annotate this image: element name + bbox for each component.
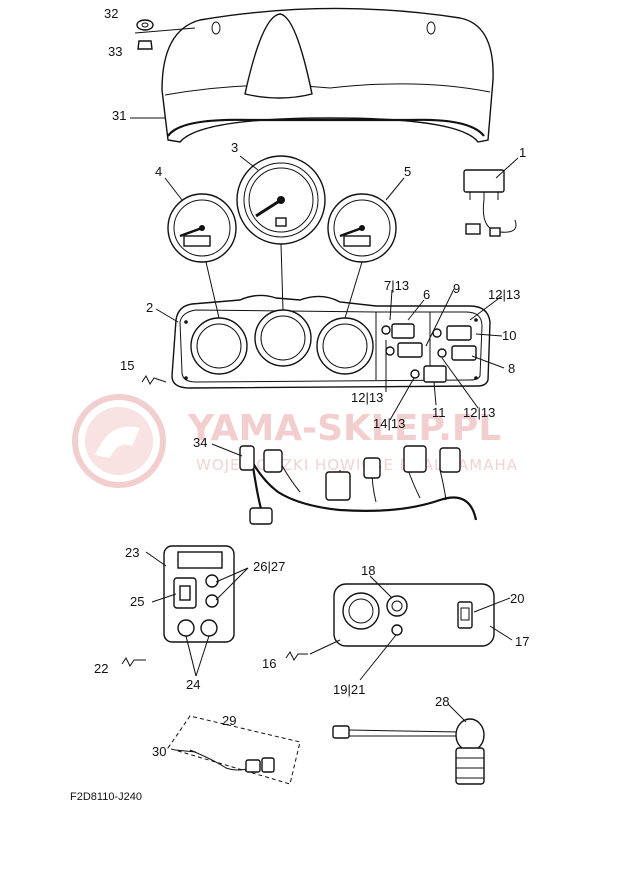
callout-9: 9 xyxy=(453,281,460,296)
watermark: YAMA-SKLEP.PL WOJEWODZKI HOWICSE DEAL YA… xyxy=(72,394,517,488)
callout-32: 32 xyxy=(104,6,118,21)
callout-24: 24 xyxy=(186,677,200,692)
callout-12-13-a: 12|13 xyxy=(488,287,520,302)
wire-harness xyxy=(239,445,478,525)
callout-30: 30 xyxy=(152,744,166,759)
panel-screw xyxy=(121,657,146,667)
figure-code: F2D8110-J240 xyxy=(70,791,142,803)
dash-cover xyxy=(161,7,494,143)
callout-11: 11 xyxy=(432,405,446,420)
callout-12-13-b: 12|13 xyxy=(351,390,383,405)
callout-4: 4 xyxy=(155,164,162,179)
callout-3: 3 xyxy=(231,140,238,155)
power-socket xyxy=(332,718,485,785)
accessory-panel xyxy=(333,583,495,647)
callout-33: 33 xyxy=(108,44,122,59)
watermark-logo xyxy=(72,394,166,488)
callout-15: 15 xyxy=(120,358,134,373)
switch-panel xyxy=(163,545,235,643)
callout-23: 23 xyxy=(125,545,139,560)
callout-17: 17 xyxy=(515,634,529,649)
callout-10: 10 xyxy=(502,328,516,343)
callout-29: 29 xyxy=(222,713,236,728)
callout-labels: 32 33 31 1 3 4 5 2 7|13 6 9 12|13 10 8 1… xyxy=(94,6,529,759)
panel-fastener xyxy=(285,651,308,661)
callout-16: 16 xyxy=(262,656,276,671)
gauge-center xyxy=(236,155,326,245)
washer-part xyxy=(136,19,154,31)
instrument-panel xyxy=(171,294,491,389)
callout-7-13: 7|13 xyxy=(384,278,409,293)
nut-part xyxy=(137,40,153,50)
callout-22: 22 xyxy=(94,661,108,676)
callout-2: 2 xyxy=(146,300,153,315)
gauge-right xyxy=(327,193,397,263)
callout-31: 31 xyxy=(112,108,126,123)
gauge-left xyxy=(167,193,237,263)
wire-kit xyxy=(167,715,301,785)
callout-28: 28 xyxy=(435,694,449,709)
screw-part xyxy=(141,375,167,385)
callout-8: 8 xyxy=(508,361,515,376)
callout-1: 1 xyxy=(519,145,526,160)
callout-6: 6 xyxy=(423,287,430,302)
leader-lines xyxy=(130,27,519,753)
buzzer-module xyxy=(463,169,517,237)
callout-25: 25 xyxy=(130,594,144,609)
callout-34: 34 xyxy=(193,435,207,450)
callout-19-21: 19|21 xyxy=(333,682,365,697)
callout-14-13: 14|13 xyxy=(373,416,405,431)
callout-20: 20 xyxy=(510,591,524,606)
callout-12-13-c: 12|13 xyxy=(463,405,495,420)
callout-26-27: 26|27 xyxy=(253,559,285,574)
callout-5: 5 xyxy=(404,164,411,179)
watermark-title: YAMA-SKLEP.PL xyxy=(187,408,501,449)
callout-18: 18 xyxy=(361,563,375,578)
